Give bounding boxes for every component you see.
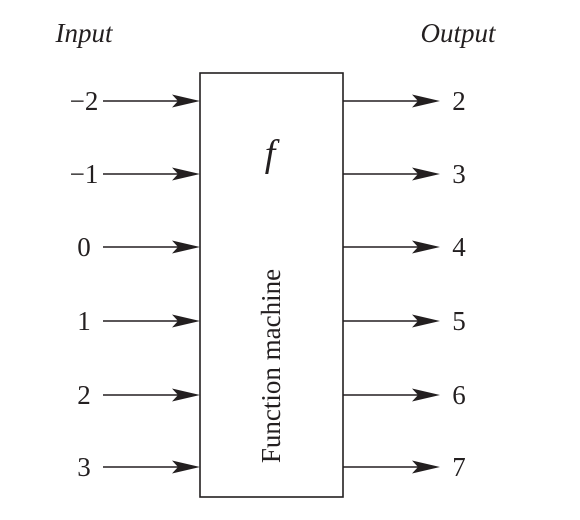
output-arrowhead-icon [412, 94, 440, 108]
input-value: 1 [77, 306, 91, 336]
output-value: 7 [452, 452, 466, 482]
output-arrowhead-icon [412, 388, 440, 402]
input-value: 3 [77, 452, 91, 482]
output-value: 5 [452, 306, 466, 336]
input-column-title: Input [55, 18, 114, 48]
output-arrowhead-icon [412, 240, 440, 254]
input-value: 0 [77, 232, 91, 262]
output-arrowhead-icon [412, 167, 440, 181]
input-value: 2 [77, 380, 91, 410]
function-machine-box [199, 72, 344, 498]
input-arrowhead-icon [172, 240, 200, 254]
mapping-row: −1 3 [70, 159, 466, 189]
input-arrowhead-icon [172, 94, 200, 108]
input-arrowhead-icon [172, 460, 200, 474]
output-column-title: Output [420, 18, 497, 48]
output-value: 6 [452, 380, 466, 410]
output-value: 3 [452, 159, 466, 189]
input-arrowhead-icon [172, 388, 200, 402]
output-arrowhead-icon [412, 314, 440, 328]
function-machine-label: Function machine [256, 269, 286, 463]
input-value: −1 [70, 159, 99, 189]
output-value: 4 [452, 232, 466, 262]
output-value: 2 [452, 86, 466, 116]
mapping-row: −2 2 [70, 86, 466, 116]
input-arrowhead-icon [172, 314, 200, 328]
input-value: −2 [70, 86, 99, 116]
output-arrowhead-icon [412, 460, 440, 474]
input-arrowhead-icon [172, 167, 200, 181]
